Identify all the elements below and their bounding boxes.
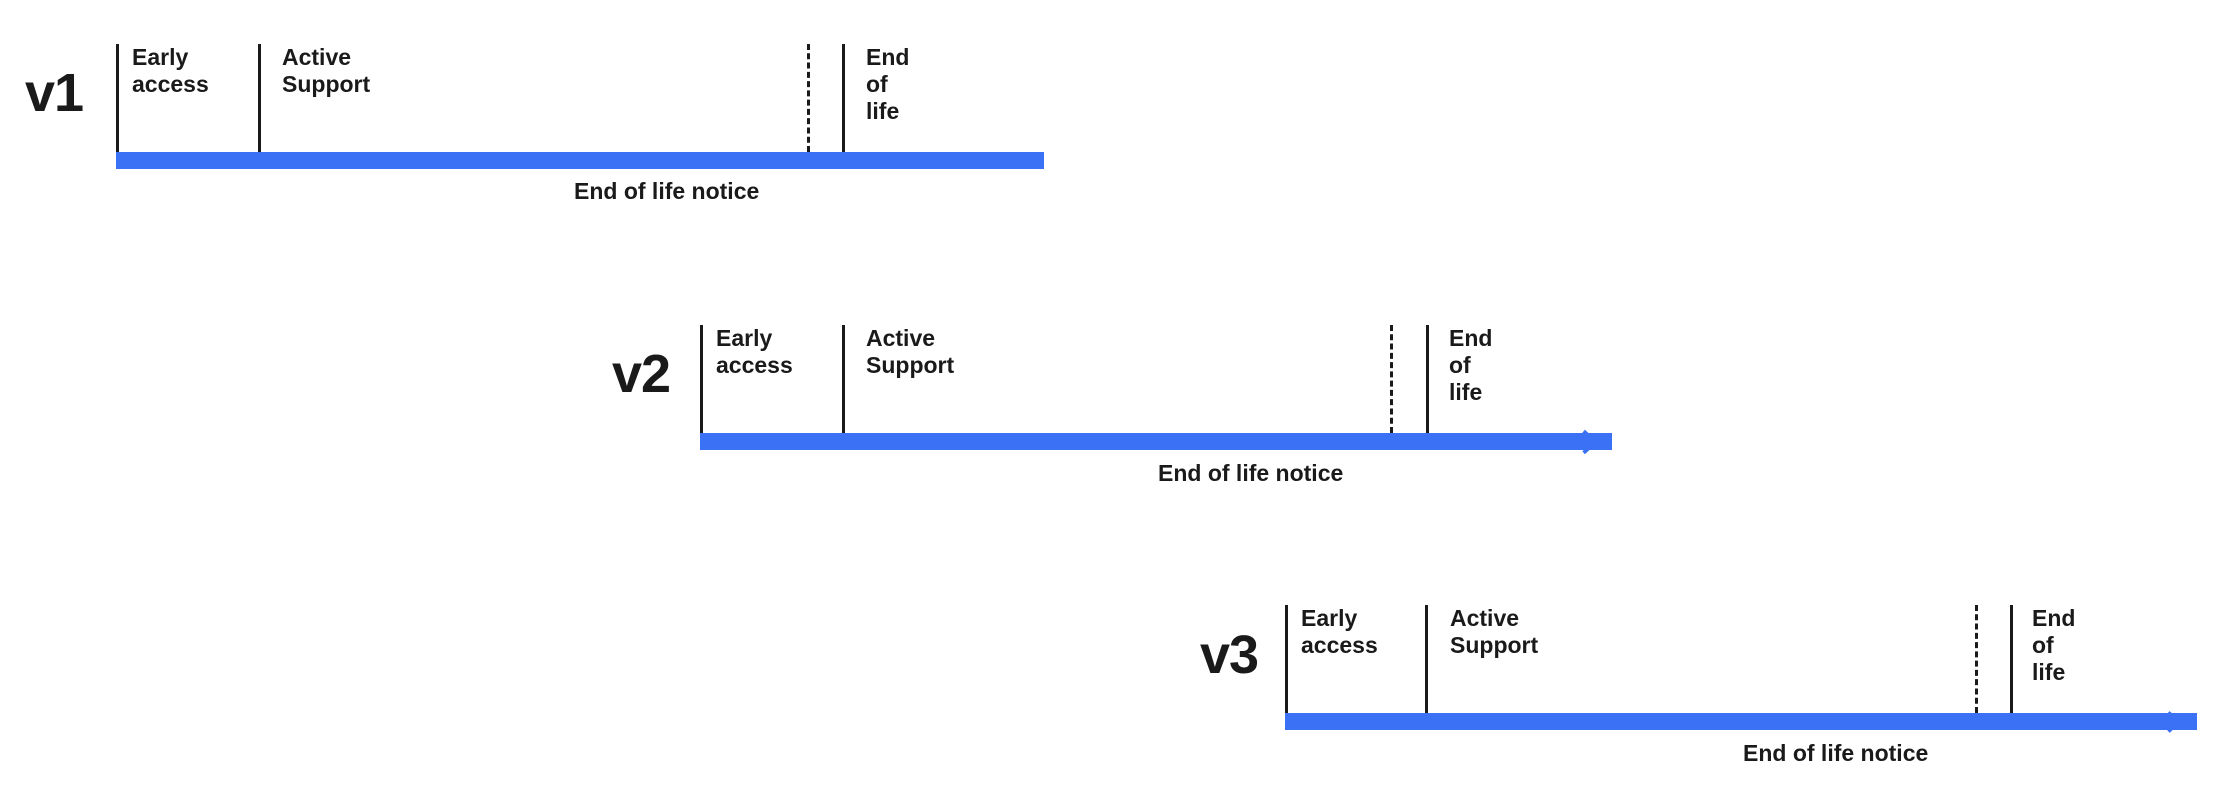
- phase-label-end-of-life: End of life: [2032, 605, 2076, 686]
- phase-divider-boundary: [842, 44, 845, 152]
- phase-divider-notice: [1390, 325, 1393, 433]
- version-label-v1: v1: [25, 63, 84, 123]
- timeline-shaft: [700, 433, 1612, 450]
- timeline-shaft: [1285, 713, 2197, 730]
- phase-label-end-of-life: End of life: [866, 44, 910, 125]
- phase-label-end-of-life: End of life: [1449, 325, 1493, 406]
- phase-label-active-support: Active Support: [282, 44, 371, 98]
- phase-divider-boundary: [2010, 605, 2013, 713]
- phase-divider-notice: [1975, 605, 1978, 713]
- phase-divider-boundary: [842, 325, 845, 433]
- phase-label-early-access: Early access: [716, 325, 793, 379]
- version-label-v3: v3: [1200, 625, 1259, 685]
- phase-divider-boundary: [258, 44, 261, 152]
- phase-divider-notice: [807, 44, 810, 152]
- phase-divider-boundary: [116, 44, 119, 152]
- phase-label-early-access: Early access: [132, 44, 209, 98]
- version-label-v2: v2: [612, 344, 671, 404]
- end-of-life-notice-label: End of life notice: [1158, 460, 1344, 486]
- phase-label-early-access: Early access: [1301, 605, 1378, 659]
- phase-divider-boundary: [1426, 325, 1429, 433]
- timeline-shaft: [116, 152, 1044, 169]
- phase-label-active-support: Active Support: [866, 325, 955, 379]
- arrow-head-icon: [1582, 394, 1600, 490]
- end-of-life-notice-label: End of life notice: [1743, 740, 1929, 766]
- phase-label-active-support: Active Support: [1450, 605, 1539, 659]
- phase-divider-boundary: [1285, 605, 1288, 713]
- phase-divider-boundary: [1425, 605, 1428, 713]
- end-of-life-notice-label: End of life notice: [574, 178, 760, 204]
- arrow-head-icon: [2167, 674, 2183, 770]
- arrow-head-icon: [1014, 113, 1015, 209]
- phase-divider-boundary: [700, 325, 703, 433]
